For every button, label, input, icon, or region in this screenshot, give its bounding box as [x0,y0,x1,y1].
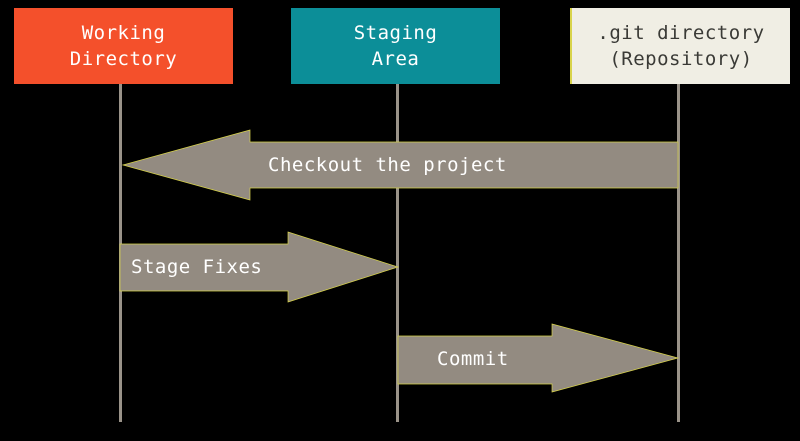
node-working-directory: Working Directory [14,8,233,84]
node-working-directory-line2: Directory [69,48,178,70]
node-git-directory-line1: .git directory [597,22,765,44]
node-staging-area-line1: Staging [353,22,438,44]
arrow-label-stage-fixes: Stage Fixes [131,256,263,278]
arrow-label-commit: Commit [437,348,509,370]
node-working-directory-line1: Working [81,22,166,44]
lifeline-git-directory [677,84,680,422]
node-staging-area: Staging Area [291,8,500,84]
node-git-directory-line2: (Repository) [609,48,753,70]
lifeline-staging-area [396,84,399,422]
node-git-directory: .git directory (Repository) [570,8,790,84]
node-staging-area-line2: Area [371,48,420,70]
arrow-commit [397,323,680,393]
arrow-stage-fixes [119,231,400,303]
arrow-label-checkout: Checkout the project [268,154,507,176]
arrow-checkout-the-project [121,129,679,201]
